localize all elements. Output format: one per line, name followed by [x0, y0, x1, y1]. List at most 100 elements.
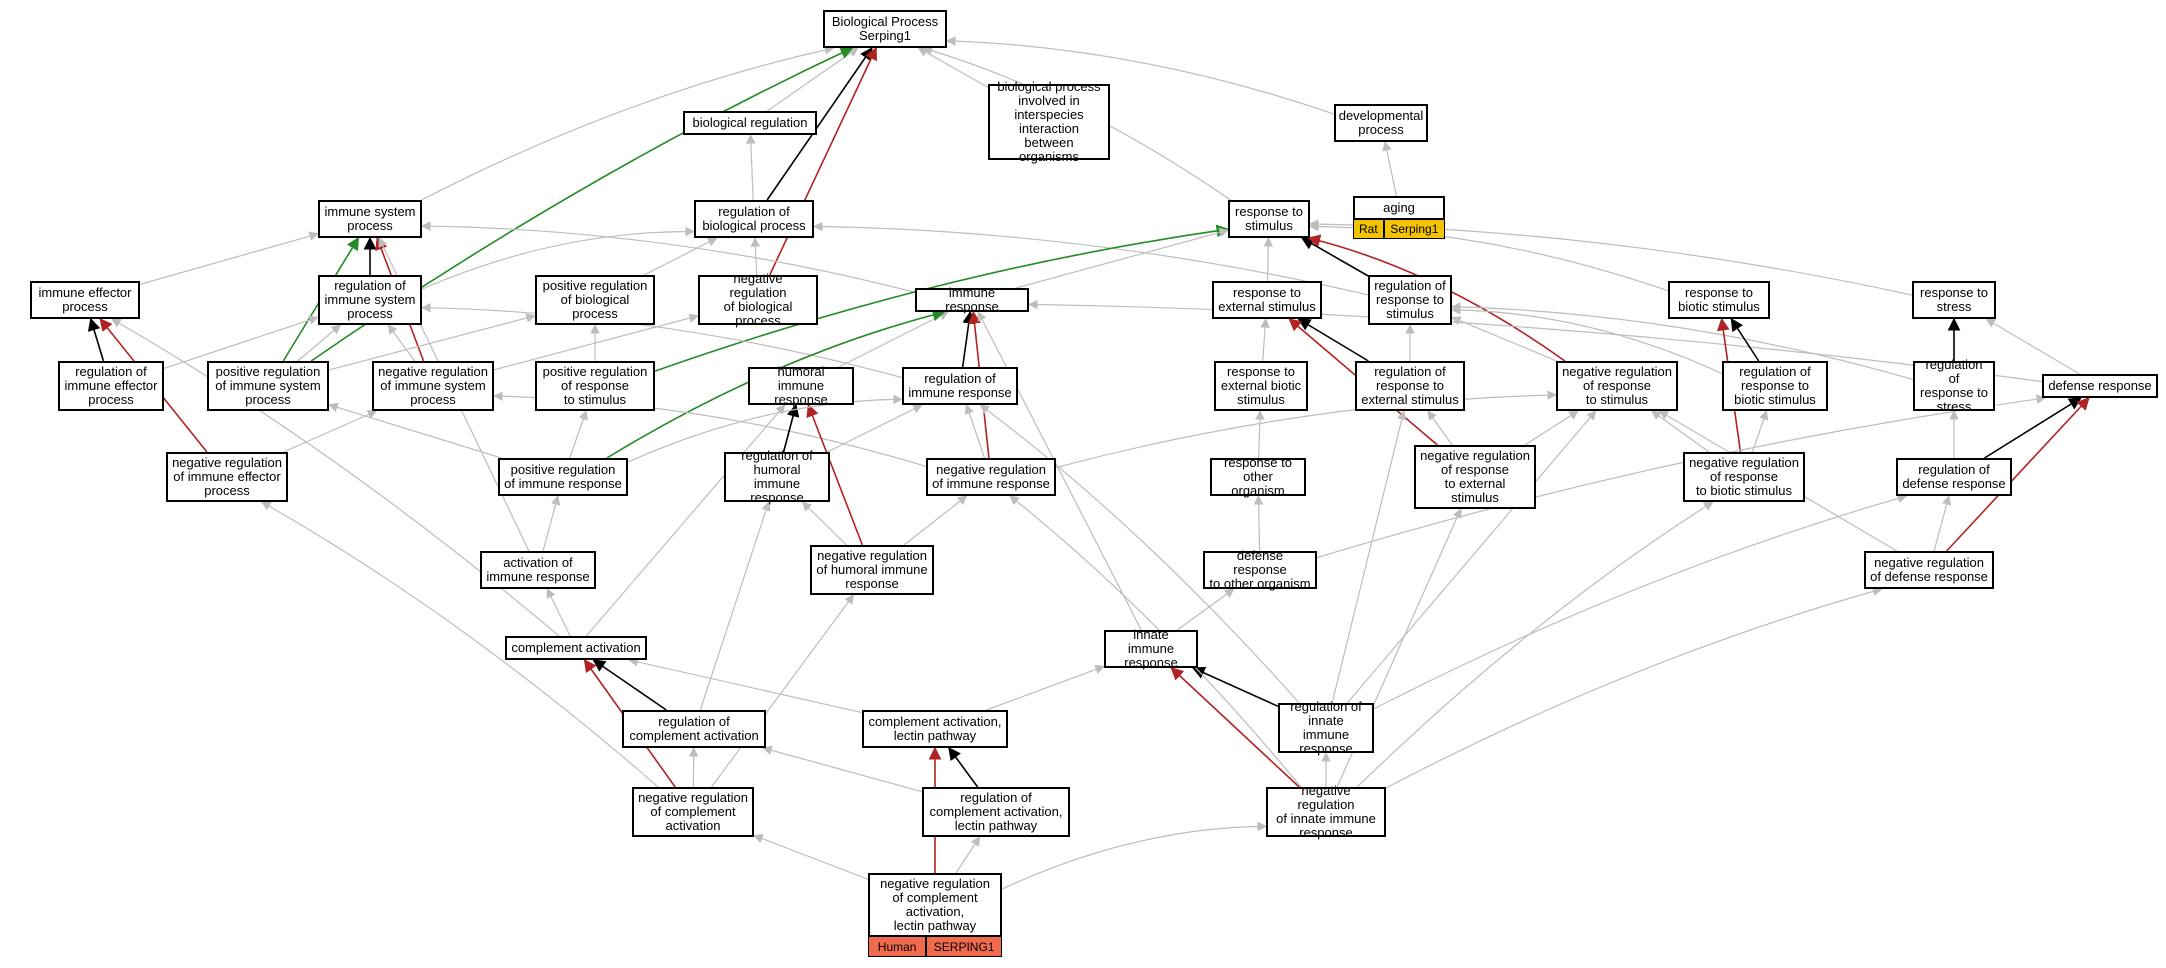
node-reg-humoral[interactable]: regulation of humoral immune response — [724, 449, 830, 505]
edge-reg-bio-to-root — [766, 46, 873, 201]
edge-reg-resp-ext-to-resp-ext — [1297, 318, 1369, 362]
node-root[interactable]: Biological Process Serping1 — [823, 10, 947, 48]
edge-reg-resp-stress-to-reg-resp-stim — [1451, 302, 1914, 381]
node-pos-reg-immune-resp[interactable]: positive regulation of immune response — [498, 458, 628, 496]
edge-bio-reg-to-root — [766, 47, 859, 112]
node-complement-lectin[interactable]: complement activation, lectin pathway — [862, 710, 1008, 748]
edge-neg-reg-immune-sys-to-reg-immune-sys — [387, 324, 416, 362]
edge-immune-effector-to-immune-sys — [139, 231, 319, 285]
node-neg-reg-defense[interactable]: negative regulation of defense response — [1864, 551, 1994, 589]
edge-pos-reg-resp-stim-to-resp-stim — [654, 224, 1230, 372]
edge-neg-reg-defense-to-reg-defense — [1933, 495, 1952, 552]
edge-neg-reg-innate-to-neg-reg-defense — [1385, 586, 1883, 789]
node-bio-reg[interactable]: biological regulation — [683, 111, 817, 135]
edge-defense-to-resp-stress — [1985, 318, 2080, 375]
edge-reg-immune-resp-to-reg-immune-sys — [421, 302, 903, 379]
edge-defense-to-immune-resp — [1028, 299, 2043, 383]
edge-neg-reg-complement-lectin-to-reg-complement-lectin — [955, 836, 981, 874]
edge-resp-other-org-to-resp-ext-biotic — [1255, 410, 1265, 459]
edge-immune-sys-to-root — [421, 45, 835, 201]
edge-reg-resp-stim-to-reg-bio — [813, 221, 1369, 296]
edge-reg-resp-stim-to-resp-stim — [1300, 237, 1369, 277]
node-reg-resp-stim[interactable]: regulation of response to stimulus — [1368, 275, 1452, 325]
species-label: Human — [868, 936, 927, 957]
node-immune-sys[interactable]: immune system process — [318, 200, 422, 238]
edge-complement-to-act-immune — [546, 588, 571, 637]
edge-reg-resp-biotic-to-resp-biotic — [1730, 317, 1760, 362]
node-neg-reg-humoral[interactable]: negative regulation of humoral immune re… — [810, 545, 934, 595]
edge-defense-other-to-defense — [1316, 394, 2047, 559]
node-resp-stress[interactable]: response to stress — [1912, 281, 1996, 319]
node-interspecies[interactable]: biological process involved in interspec… — [988, 80, 1110, 164]
node-neg-reg-resp-stim[interactable]: negative regulation of response to stimu… — [1556, 361, 1678, 411]
edge-reg-innate-to-innate — [1191, 666, 1279, 708]
edge-immune-resp-to-immune-sys — [421, 221, 916, 293]
edge-reg-complement-lectin-to-complement-lectin — [948, 746, 979, 788]
node-neg-reg-immune-eff[interactable]: negative regulation of immune effector p… — [166, 452, 288, 502]
edge-reg-immune-sys-to-reg-bio — [421, 226, 695, 290]
node-pos-reg-resp-stim[interactable]: positive regulation of response to stimu… — [535, 361, 655, 411]
node-reg-resp-ext[interactable]: regulation of response to external stimu… — [1355, 361, 1465, 411]
node-reg-immune-sys[interactable]: regulation of immune system process — [318, 275, 422, 325]
node-reg-immune-eff[interactable]: regulation of immune effector process — [58, 361, 164, 411]
edge-neg-reg-innate-to-neg-reg-immune-resp — [1009, 495, 1302, 788]
edge-reg-defense-to-defense — [1984, 397, 2082, 459]
node-resp-ext[interactable]: response to external stimulus — [1212, 281, 1322, 319]
edge-pos-reg-immune-resp-to-pos-reg-resp-stim — [569, 410, 588, 459]
node-defense[interactable]: defense response — [2042, 374, 2158, 398]
gene-label: Serping1 — [1383, 219, 1445, 239]
edge-act-immune-to-pos-reg-immune-resp — [542, 495, 561, 552]
edge-reg-immune-resp-to-immune-resp — [961, 310, 976, 368]
node-reg-resp-biotic[interactable]: regulation of response to biotic stimulu… — [1722, 361, 1828, 411]
edge-reg-innate-to-reg-defense — [1373, 493, 1908, 710]
node-neg-reg-immune-sys[interactable]: negative regulation of immune system pro… — [372, 361, 494, 411]
node-defense-other[interactable]: defense response to other organism — [1203, 549, 1317, 591]
node-reg-complement-lectin[interactable]: regulation of complement activation, lec… — [922, 787, 1070, 837]
edge-reg-innate-to-neg-reg-resp-stim — [1346, 410, 1597, 704]
edge-reg-innate-to-reg-immune-resp — [979, 404, 1300, 704]
edge-neg-reg-immune-resp-to-reg-immune-resp — [964, 404, 986, 459]
node-reg-resp-stress[interactable]: regulation of response to stress — [1913, 358, 1995, 414]
edge-reg-complement-lectin-to-reg-complement — [762, 745, 923, 793]
edge-neg-reg-defense-to-defense — [1946, 397, 2090, 552]
node-resp-stim[interactable]: response to stimulus — [1228, 200, 1310, 238]
node-neg-reg-immune-resp[interactable]: negative regulation of immune response — [926, 458, 1056, 496]
edge-neg-reg-humoral-to-humoral — [806, 403, 864, 546]
node-reg-complement[interactable]: regulation of complement activation — [622, 710, 766, 748]
gene-label: SERPING1 — [926, 936, 1002, 957]
edge-neg-reg-immune-resp-to-neg-reg-resp-stim — [1055, 390, 1557, 469]
node-aging[interactable]: aging — [1353, 196, 1445, 220]
edge-neg-reg-complement-to-neg-reg-humoral — [711, 594, 855, 788]
node-immune-resp[interactable]: immune response — [915, 286, 1029, 314]
node-act-immune[interactable]: activation of immune response — [480, 551, 596, 589]
node-resp-ext-biotic[interactable]: response to external biotic stimulus — [1214, 361, 1308, 411]
edge-pos-reg-immune-sys-to-pos-reg-bio — [328, 313, 536, 371]
node-humoral[interactable]: humoral immune response — [748, 365, 854, 407]
node-neg-reg-complement-lectin[interactable]: negative regulation of complement activa… — [868, 873, 1002, 937]
node-neg-reg-bio[interactable]: negative regulation of biological proces… — [698, 272, 818, 328]
edge-neg-reg-complement-lectin-to-neg-reg-innate — [1001, 821, 1267, 890]
node-resp-biotic[interactable]: response to biotic stimulus — [1668, 281, 1770, 319]
node-reg-innate[interactable]: regulation of innate immune response — [1278, 700, 1374, 756]
node-pos-reg-bio[interactable]: positive regulation of biological proces… — [535, 275, 655, 325]
node-neg-reg-innate[interactable]: negative regulation of innate immune res… — [1266, 784, 1386, 840]
node-immune-effector[interactable]: immune effector process — [30, 281, 140, 319]
edge-neg-reg-resp-ext-to-reg-resp-ext — [1427, 410, 1453, 446]
node-reg-defense[interactable]: regulation of defense response — [1896, 458, 2012, 496]
edge-neg-reg-resp-stim-to-reg-resp-stim — [1451, 316, 1558, 362]
node-developmental[interactable]: developmental process — [1334, 104, 1428, 142]
node-neg-reg-complement[interactable]: negative regulation of complement activa… — [632, 787, 754, 837]
edge-interspecies-to-root — [917, 47, 989, 88]
edge-neg-reg-immune-eff-to-neg-reg-immune-sys — [283, 410, 378, 453]
node-innate[interactable]: innate immune response — [1104, 628, 1198, 670]
node-reg-bio[interactable]: regulation of biological process — [694, 200, 814, 238]
node-neg-reg-resp-ext[interactable]: negative regulation of response to exter… — [1414, 445, 1536, 509]
node-reg-immune-resp[interactable]: regulation of immune response — [902, 367, 1018, 405]
annotation-neg-reg-complement-lectin: Human SERPING1 — [868, 936, 1002, 957]
node-complement[interactable]: complement activation — [505, 636, 647, 660]
node-neg-reg-resp-biotic[interactable]: negative regulation of response to bioti… — [1683, 452, 1805, 502]
node-resp-other-org[interactable]: response to other organism — [1210, 456, 1306, 498]
annotation-aging: Rat Serping1 — [1353, 219, 1445, 239]
node-pos-reg-immune-sys[interactable]: positive regulation of immune system pro… — [207, 361, 329, 411]
